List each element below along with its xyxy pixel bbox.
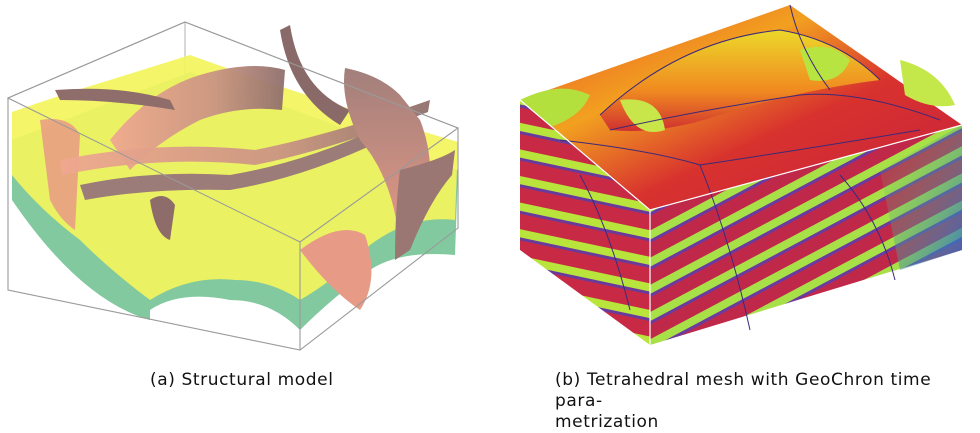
structural-model-figure xyxy=(0,0,470,360)
caption-b-line1: (b) Tetrahedral mesh with GeoChron time … xyxy=(555,370,932,411)
mesh-green-patch-4 xyxy=(620,99,665,132)
caption-a-text: (a) Structural model xyxy=(150,370,334,390)
mesh-box-edges xyxy=(519,99,963,345)
mesh-green-patch-2 xyxy=(800,46,850,81)
fault-sheet-2 xyxy=(60,100,430,175)
fault-left xyxy=(40,119,80,230)
bounding-box-front xyxy=(6,21,460,351)
fault-sheet-8 xyxy=(150,196,175,240)
mesh-left-face xyxy=(520,100,650,345)
fault-dome xyxy=(110,66,285,170)
mesh-fault-lines xyxy=(559,4,941,331)
caption-tetrahedral-mesh: (b) Tetrahedral mesh with GeoChron time … xyxy=(555,370,970,433)
fault-sheet-7 xyxy=(395,150,455,260)
fault-sheet-1 xyxy=(55,88,175,110)
tetrahedral-mesh-figure xyxy=(500,0,980,360)
fault-sheet-3 xyxy=(80,110,418,200)
tetrahedral-mesh-svg xyxy=(519,4,963,345)
caption-structural-model: (a) Structural model xyxy=(150,370,470,391)
mesh-green-patch-3 xyxy=(900,60,955,107)
caption-b-line2: metrization xyxy=(555,412,659,432)
fault-sheet-6 xyxy=(300,230,372,310)
structural-model-svg xyxy=(6,21,460,351)
mesh-blue-corner xyxy=(880,125,962,270)
fault-sheet-4 xyxy=(280,25,350,125)
